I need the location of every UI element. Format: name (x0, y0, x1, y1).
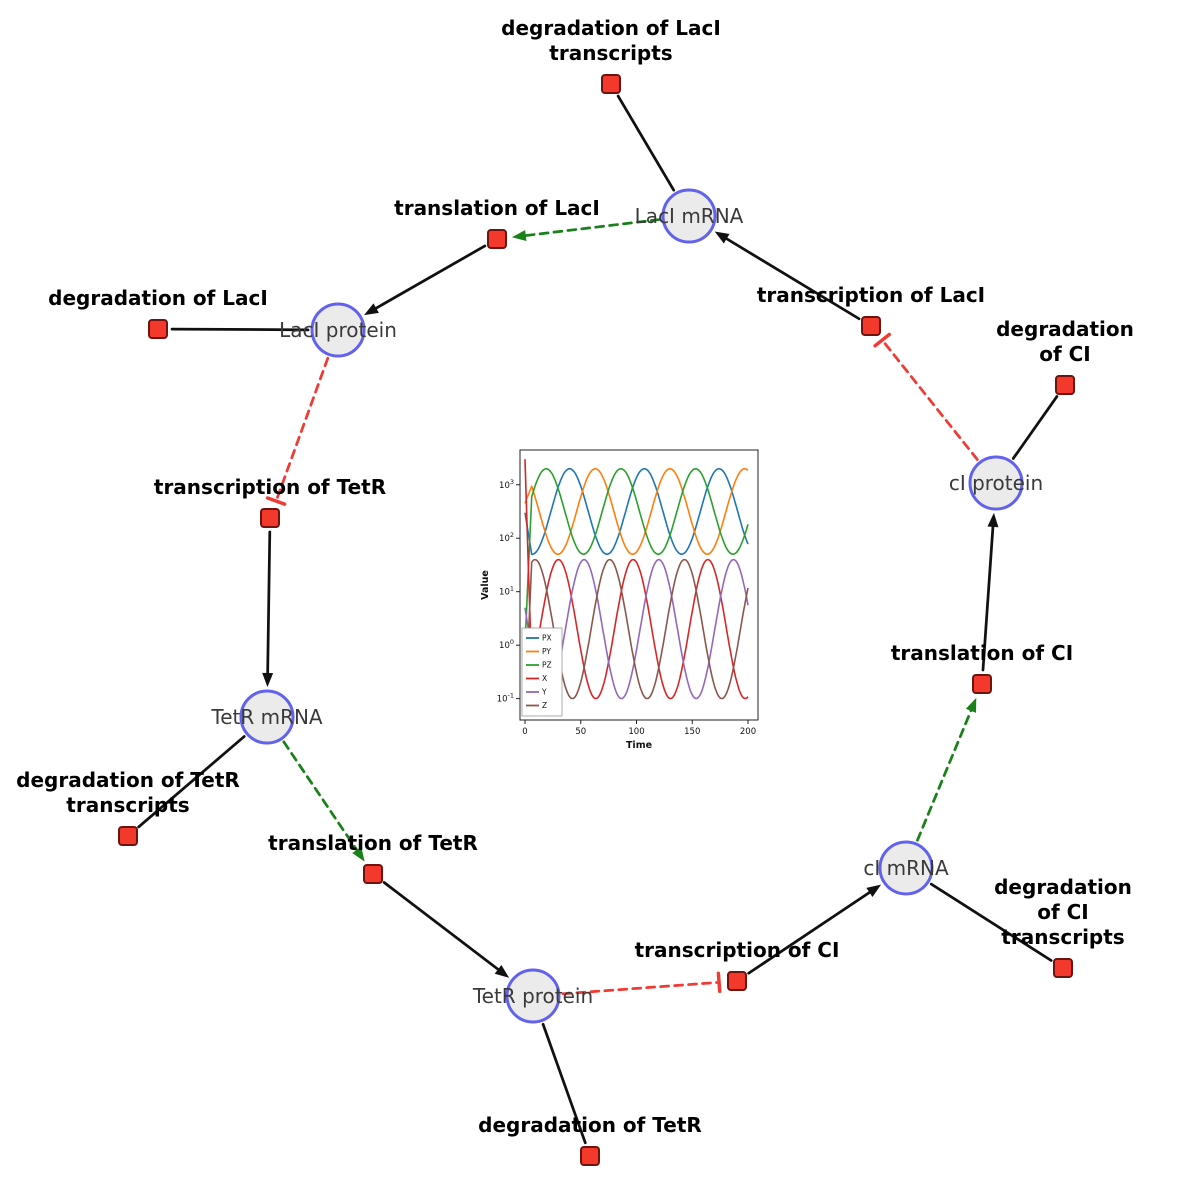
species-node-laci_protein[interactable] (310, 302, 366, 358)
chart-text: Time (626, 740, 652, 751)
arrowhead (494, 964, 510, 978)
chart-text: 10-1 (497, 692, 514, 705)
legend-box (521, 627, 563, 717)
chart-text: 103 (499, 478, 514, 491)
reaction-node-deg_ci_tx[interactable] (1053, 958, 1073, 978)
series-line-PY (524, 467, 749, 555)
chart-text: 101 (499, 585, 514, 598)
species-node-ci_protein[interactable] (968, 455, 1024, 511)
chart-text: Y (541, 688, 547, 697)
edge-modifier-tetr_mrna-translation_tetr (282, 740, 365, 862)
chart-text: Value (480, 570, 491, 600)
reaction-node-translation_ci[interactable] (972, 674, 992, 694)
chart-text: 100 (499, 638, 514, 651)
arrowhead (262, 672, 274, 688)
reaction-node-transcription_laci[interactable] (861, 316, 881, 336)
reaction-node-deg_laci[interactable] (148, 319, 168, 339)
inhibition-bar (265, 496, 287, 506)
chart-text: 0 (522, 727, 527, 737)
edge-consumption-laci_mrna-deg_laci_tx (616, 94, 676, 192)
reaction-node-transcription_tetr[interactable] (260, 508, 280, 528)
arrowhead (965, 697, 977, 713)
species-node-laci_mrna[interactable] (661, 188, 717, 244)
edge-inhibition-ci_protein-transcription_laci (873, 332, 979, 461)
edge-consumption-tetr_protein-deg_tetr (541, 1022, 587, 1145)
edge-consumption-tetr_mrna-deg_tetr_tx (137, 735, 246, 829)
arrowhead (866, 884, 882, 898)
edge-inhibition-tetr_protein-transcription_ci (561, 971, 722, 996)
inhibition-bar (716, 971, 722, 994)
reaction-node-transcription_ci[interactable] (727, 971, 747, 991)
edge-inhibition-laci_protein-transcription_tetr (265, 356, 330, 506)
edge-production-translation_laci-laci_protein (364, 244, 487, 316)
species-node-tetr_mrna[interactable] (239, 689, 295, 745)
edge-production-transcription_ci-ci_mrna (747, 884, 882, 975)
reaction-node-deg_tetr_tx[interactable] (118, 826, 138, 846)
species-node-ci_mrna[interactable] (878, 840, 934, 896)
chart-text: 102 (499, 531, 514, 544)
chart-text: 100 (628, 727, 644, 737)
edge-production-translation_tetr-tetr_protein (382, 881, 510, 978)
chart-text: 150 (684, 727, 700, 737)
chart-text: PY (542, 647, 551, 656)
reaction-node-deg_laci_tx[interactable] (601, 74, 621, 94)
chart-text: PX (542, 634, 552, 643)
chart-text: 200 (740, 727, 756, 737)
edge-production-translation_ci-ci_protein (981, 512, 999, 672)
species-node-tetr_protein[interactable] (505, 968, 561, 1024)
reaction-node-deg_ci[interactable] (1055, 375, 1075, 395)
series-line-PZ (524, 467, 749, 646)
edge-consumption-ci_mrna-deg_ci_tx (929, 882, 1053, 962)
arrowhead (511, 230, 527, 242)
series-line-PX (524, 467, 749, 555)
chart-text: Z (542, 701, 547, 710)
inhibition-bar (873, 332, 892, 348)
reaction-node-deg_tetr[interactable] (580, 1146, 600, 1166)
chart-text: 50 (575, 727, 586, 737)
reaction-node-translation_tetr[interactable] (363, 864, 383, 884)
arrowhead (987, 512, 999, 528)
reaction-node-translation_laci[interactable] (487, 229, 507, 249)
edge-production-transcription_tetr-tetr_mrna (262, 530, 274, 688)
edge-production-transcription_laci-laci_mrna (714, 231, 861, 321)
edge-modifier-ci_mrna-translation_ci (916, 697, 977, 842)
edge-consumption-laci_protein-deg_laci (170, 327, 310, 332)
arrowhead (714, 231, 730, 244)
series-line-X (524, 459, 749, 700)
edge-consumption-ci_protein-deg_ci (1011, 395, 1059, 460)
arrowhead (352, 846, 365, 862)
arrowhead (364, 303, 379, 316)
chart-text: X (542, 674, 547, 683)
edge-modifier-laci_mrna-translation_laci (511, 218, 661, 242)
chart-text: PZ (542, 661, 552, 670)
